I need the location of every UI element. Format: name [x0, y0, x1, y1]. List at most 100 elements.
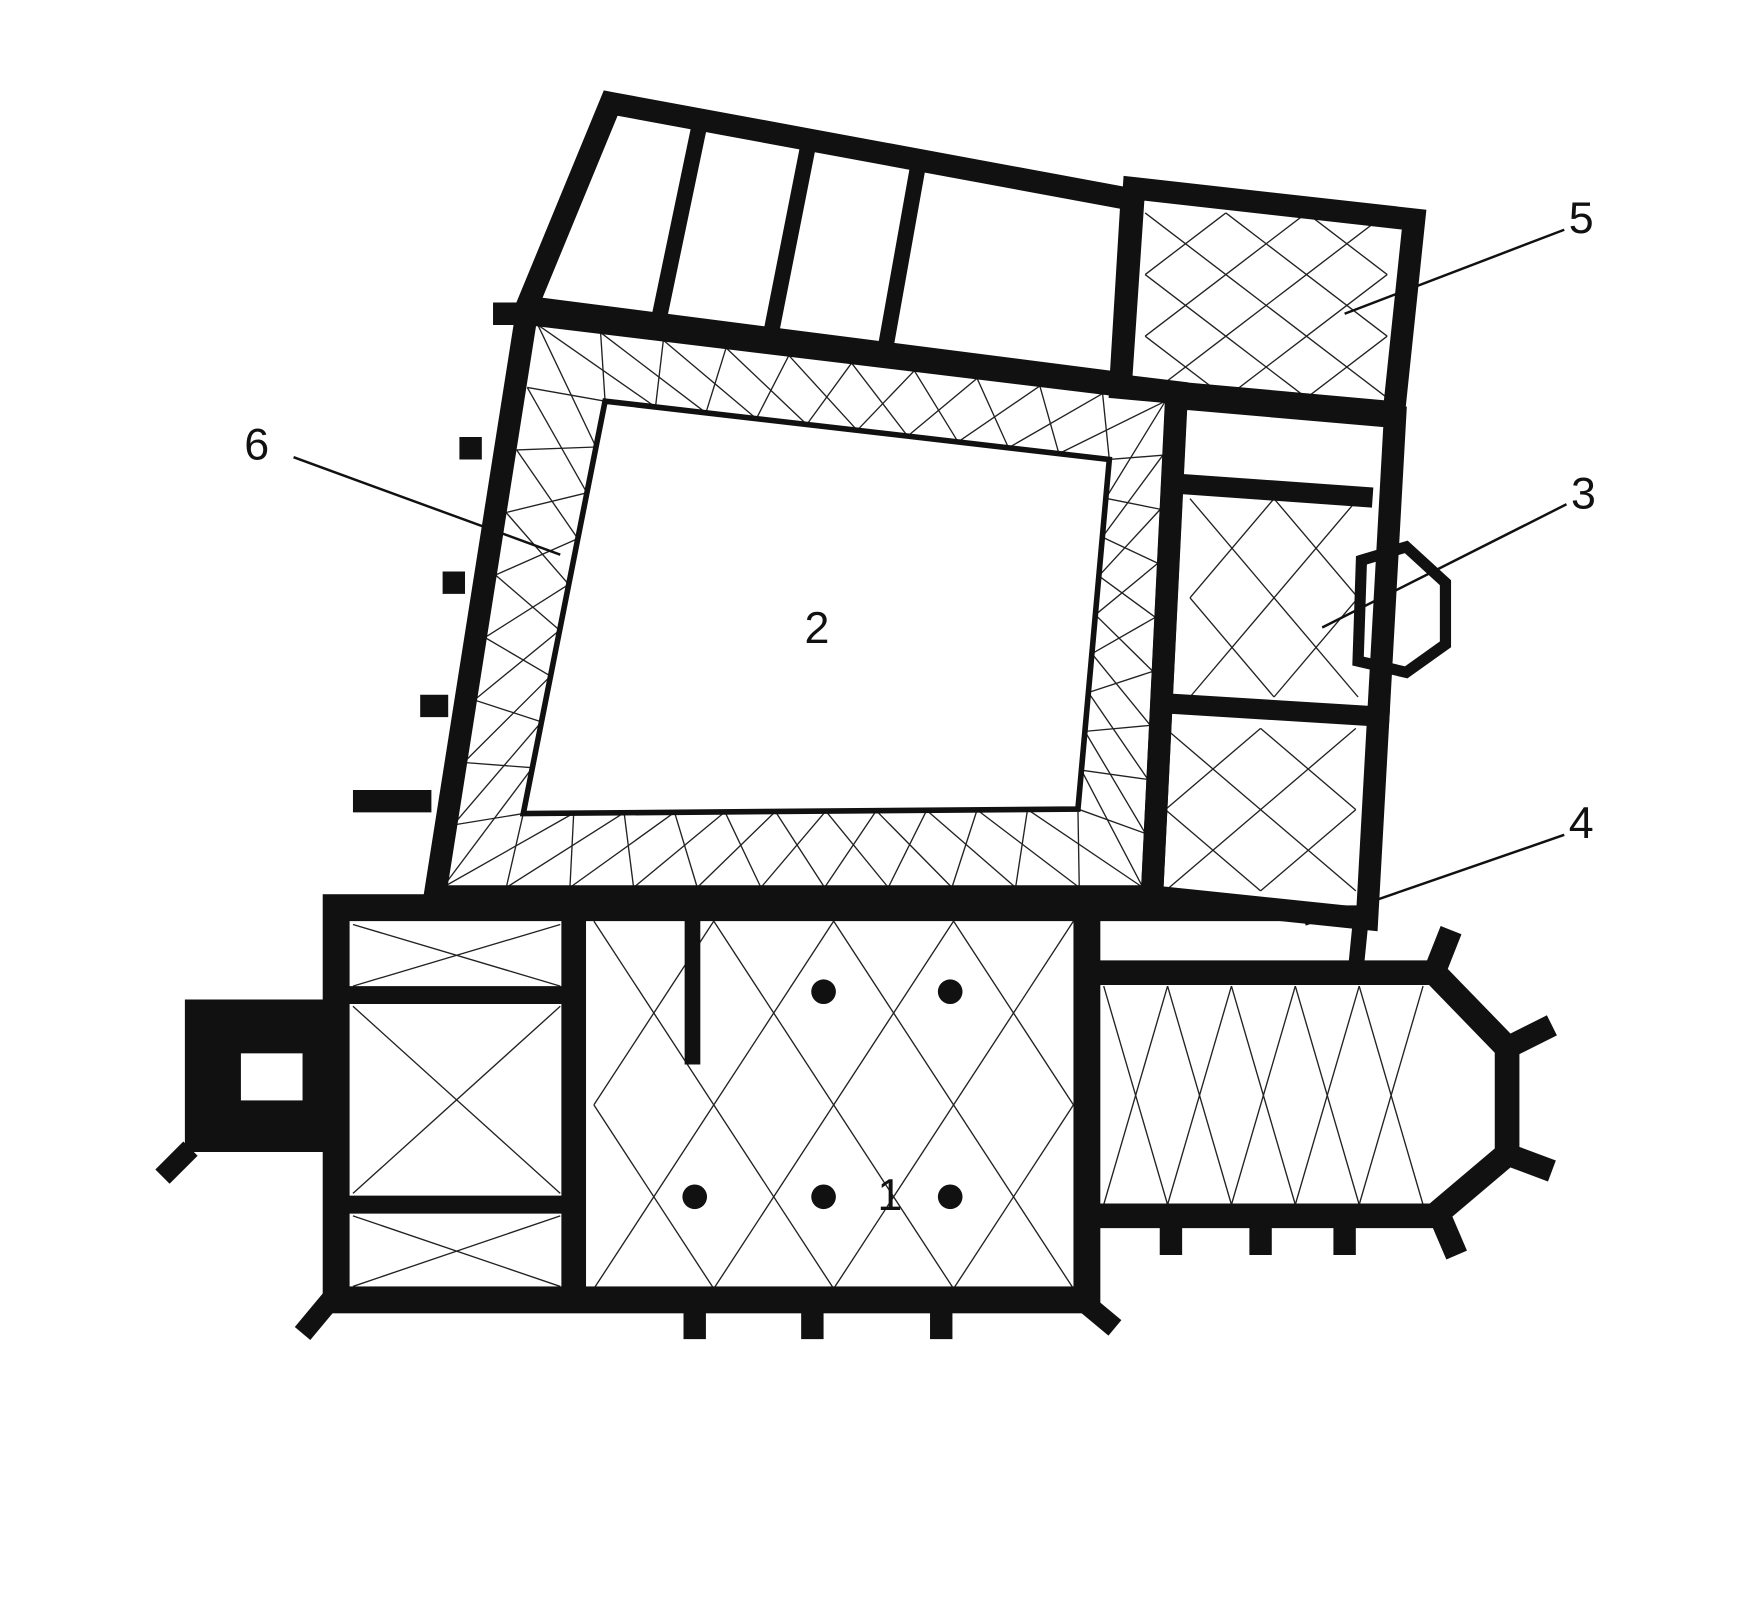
vault-rib — [774, 811, 826, 888]
label-5: 5 — [1569, 193, 1594, 243]
courtyard-arcade — [519, 398, 1113, 817]
vault-rib — [1091, 616, 1156, 655]
vault-rib — [926, 809, 1017, 889]
vault-rib — [527, 386, 606, 402]
vault-rib — [484, 583, 570, 639]
vault-rib — [495, 574, 561, 631]
vault-rib — [1077, 808, 1146, 835]
vault-rib — [1101, 454, 1164, 538]
vault-rib — [1105, 400, 1166, 499]
vault-rib — [1084, 731, 1146, 834]
vault-rib — [1008, 392, 1103, 449]
vault-ribs — [352, 212, 1424, 1290]
vault-rib — [473, 629, 561, 701]
vault-rib — [976, 809, 1080, 889]
vault-rib — [1103, 985, 1169, 1205]
vault-rib — [824, 810, 877, 888]
vault-rib — [569, 813, 575, 888]
west-porch-opening — [240, 1053, 303, 1101]
vault-rib — [1109, 454, 1163, 461]
vault-rib — [1077, 809, 1080, 888]
vault-rib — [705, 347, 727, 414]
north-range-partition — [651, 119, 708, 321]
vault-rib — [569, 811, 675, 889]
vault-rib — [1081, 769, 1148, 781]
vault-rib — [352, 923, 561, 987]
church-walls — [322, 894, 1101, 1314]
room-3-north-wall — [1181, 474, 1374, 508]
vault-rib — [1230, 985, 1296, 1205]
vault-rib — [1273, 597, 1359, 698]
vault-rib — [760, 810, 827, 888]
label-1: 1 — [877, 1170, 902, 1220]
vault-rib — [442, 767, 533, 888]
leader-6 — [293, 456, 561, 556]
vault-rib — [505, 812, 625, 889]
vault-rib — [1098, 508, 1161, 577]
room-5-walls — [1108, 175, 1427, 425]
label-2: 2 — [805, 603, 830, 653]
vault-rib — [1225, 274, 1307, 337]
vault-rib — [463, 675, 552, 763]
vault-rib — [833, 920, 955, 1106]
vault-rib — [856, 370, 915, 431]
vault-rib — [1058, 400, 1166, 455]
buttress — [1423, 925, 1462, 977]
corner-buttress — [155, 1141, 198, 1184]
vault-rib — [516, 446, 597, 451]
pier — [811, 979, 836, 1005]
vault-rib — [1094, 614, 1154, 672]
vault-rib — [1014, 809, 1029, 888]
vault-rib — [1091, 653, 1151, 726]
buttress — [1503, 1143, 1556, 1182]
vault-rib — [352, 1005, 561, 1194]
vault-rib — [1189, 597, 1275, 698]
vault-rib — [516, 449, 579, 540]
vault-rib — [1273, 498, 1359, 599]
vault-rib — [1164, 727, 1262, 811]
vault-rib — [1039, 385, 1060, 454]
vault-rib — [593, 1104, 715, 1290]
vault-rib — [633, 811, 726, 889]
vault-rib — [1358, 985, 1424, 1205]
vault-rib — [1225, 212, 1307, 276]
vault-rib — [537, 324, 656, 408]
vault-rib — [696, 811, 776, 888]
vault-rib — [725, 347, 808, 425]
room-3-apse — [1352, 540, 1452, 679]
vault-rib — [1088, 670, 1154, 694]
leader-4 — [1304, 833, 1565, 926]
vault-rib — [755, 355, 790, 419]
choir-walls — [1074, 960, 1520, 1229]
vault-rib — [957, 385, 1041, 443]
north-range-partition — [763, 139, 817, 336]
pier — [811, 1184, 836, 1210]
vault-rib — [452, 721, 542, 826]
vault-rib — [442, 812, 575, 889]
vault-rib — [526, 387, 588, 494]
corner-buttress — [294, 1293, 339, 1340]
vault-rib — [952, 920, 1075, 1106]
vault-rib — [1306, 274, 1388, 337]
vault-rib — [505, 512, 570, 585]
vault-rib — [951, 809, 978, 888]
vault-rib — [806, 362, 853, 425]
vault-rib — [474, 699, 542, 723]
label-3: 3 — [1571, 469, 1596, 519]
vault-rib — [907, 377, 978, 437]
vault-rib — [887, 809, 928, 888]
vault-rib — [1166, 985, 1233, 1205]
vault-rib — [1098, 575, 1156, 618]
vault-rib — [537, 324, 597, 448]
vault-rib — [1087, 692, 1149, 780]
vault-rib — [505, 492, 588, 514]
vault-rib — [1144, 212, 1227, 276]
vault-rib — [352, 1215, 561, 1288]
leader-5 — [1344, 228, 1565, 315]
buttress — [1502, 1015, 1557, 1058]
vault-rib — [453, 812, 524, 826]
vault-rib — [833, 1104, 955, 1290]
vault-rib — [1306, 335, 1388, 399]
vault-rib — [976, 378, 1010, 449]
